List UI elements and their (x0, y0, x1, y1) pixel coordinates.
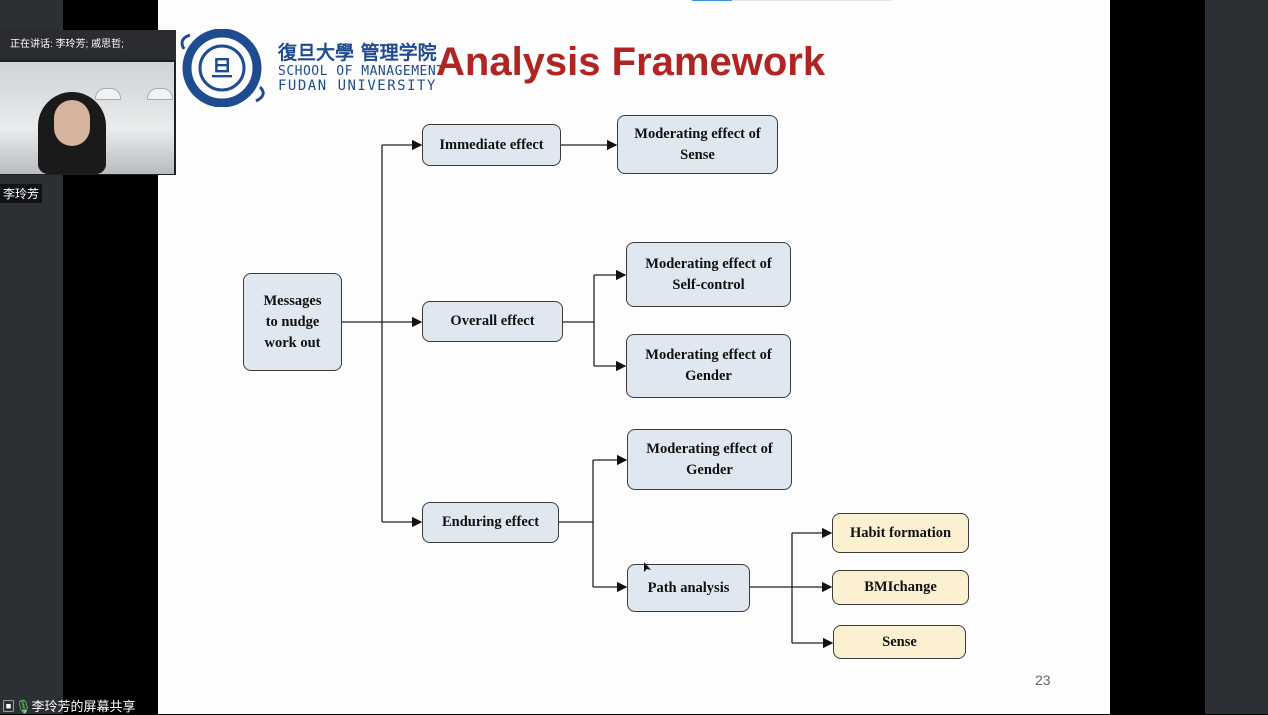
node-habit-formation: Habit formation (832, 513, 969, 553)
node-bmi-change: BMIchange (832, 570, 969, 605)
node-moderating-sense: Moderating effect of Sense (617, 115, 778, 174)
screen-share-label: ▣🎙李玲芳的屏幕共享 (2, 696, 136, 715)
school-logo-text: 復旦大學 管理学院 SCHOOL OF MANAGEMENT FUDAN UNI… (278, 38, 445, 93)
node-moderating-self-control: Moderating effect of Self-control (626, 242, 791, 307)
logo-en2: FUDAN UNIVERSITY (278, 78, 437, 94)
screen-share-icon: ▣ (2, 699, 16, 714)
node-immediate-effect: Immediate effect (422, 124, 561, 166)
slide-title: Analysis Framework (436, 40, 826, 84)
svg-text:旦: 旦 (211, 56, 233, 82)
page-number: 23 (1035, 672, 1051, 688)
speaker-name: 李玲芳 (0, 184, 43, 203)
fudan-logo: 旦 (180, 29, 265, 107)
logo-cn: 復旦大學 管理学院 (278, 42, 437, 64)
speaker-video-panel[interactable]: 正在讲话: 李玲芳; 戚思哲; 李玲芳 (0, 30, 176, 203)
loading-progress (692, 0, 891, 1)
node-enduring-effect: Enduring effect (422, 502, 559, 543)
share-label-text: 李玲芳的屏幕共享 (31, 699, 136, 714)
speaking-indicator: 正在讲话: 李玲芳; 戚思哲; (0, 30, 176, 60)
node-overall-effect: Overall effect (422, 301, 563, 342)
logo-en1: SCHOOL OF MANAGEMENT (278, 64, 445, 79)
node-messages: Messages to nudge work out (243, 273, 342, 371)
node-moderating-gender: Moderating effect of Gender (626, 334, 791, 398)
speaker-video: 李玲芳 (0, 62, 174, 203)
node-sense: Sense (833, 625, 966, 659)
node-path-analysis: Path analysis (627, 564, 750, 612)
mouse-cursor-icon (644, 562, 651, 572)
right-panel (1205, 0, 1268, 714)
node-moderating-gender-enduring: Moderating effect of Gender (627, 429, 792, 490)
microphone-icon: 🎙 (15, 699, 32, 714)
